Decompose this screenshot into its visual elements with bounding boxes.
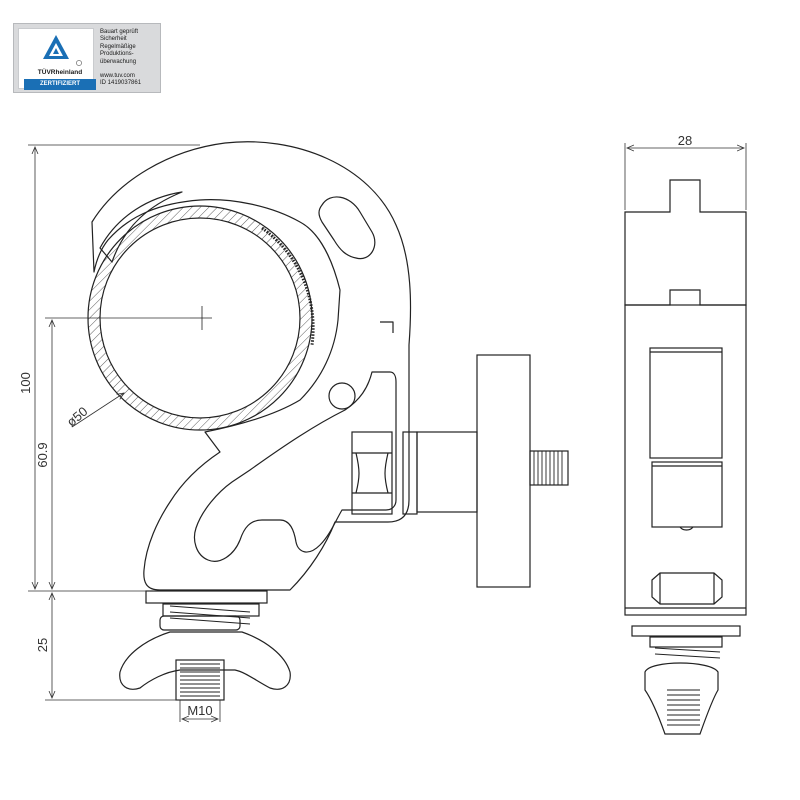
side-knob <box>416 354 569 588</box>
dim-label-100: 100 <box>18 372 33 394</box>
cert-line: Regelmäßige <box>100 43 136 50</box>
tuv-certificate-badge: TÜVRheinland ZERTIFIZIERT Bauart geprüft… <box>13 23 161 93</box>
cert-line: überwachung <box>100 58 137 65</box>
dim-label-thread: M10 <box>187 703 212 718</box>
cert-line: Produktions- <box>100 51 134 58</box>
certificate-description: Bauart geprüft Sicherheit Regelmäßige Pr… <box>100 29 160 66</box>
dim-label-25: 25 <box>35 638 50 652</box>
tuv-brand-text: TÜVRheinland <box>37 69 83 76</box>
slot-hole <box>318 196 376 260</box>
side-view <box>624 179 747 735</box>
side-wing-nut <box>644 662 719 735</box>
side-inner-top <box>649 347 723 459</box>
dim-label-pipe-diameter: ø50 <box>64 404 91 430</box>
certificate-url-block: www.tuv.com ID 1419037861 <box>100 73 160 88</box>
dim-label-28: 28 <box>678 133 692 148</box>
side-dimensions <box>624 143 747 210</box>
pipe-section <box>87 205 315 431</box>
side-washer <box>631 625 741 637</box>
side-thread <box>667 689 700 726</box>
body-step <box>380 321 394 333</box>
cert-line: Sicherheit <box>100 36 127 43</box>
cert-url: www.tuv.com <box>100 73 135 79</box>
cert-id: ID 1419037861 <box>100 80 142 87</box>
front-dimensions <box>28 144 221 722</box>
side-body-main <box>624 304 747 616</box>
side-inner-bottom <box>651 461 723 528</box>
side-body-top <box>624 179 747 306</box>
certified-label: ZERTIFIZIERT <box>24 79 96 90</box>
mounting-hole <box>328 382 356 410</box>
cert-line: Bauart geprüft <box>100 29 139 35</box>
spring-washer <box>169 605 251 625</box>
knob-thread <box>533 451 563 485</box>
bottom-bolt-assembly <box>119 590 291 701</box>
hex-nut <box>351 431 418 515</box>
tuv-triangle-icon <box>43 35 82 66</box>
dim-leader-dia <box>71 393 124 428</box>
tuv-logo: TÜVRheinland ZERTIFIZIERT <box>18 28 96 90</box>
side-spring <box>654 647 721 659</box>
dim-label-60-9: 60.9 <box>35 442 50 467</box>
lower-cutout <box>193 371 397 562</box>
clamp-body-outline <box>91 141 412 591</box>
bolt-thread <box>180 663 220 697</box>
knurled-jaw <box>261 226 315 346</box>
wing-nut <box>119 631 291 690</box>
side-hex-nut <box>651 572 723 605</box>
